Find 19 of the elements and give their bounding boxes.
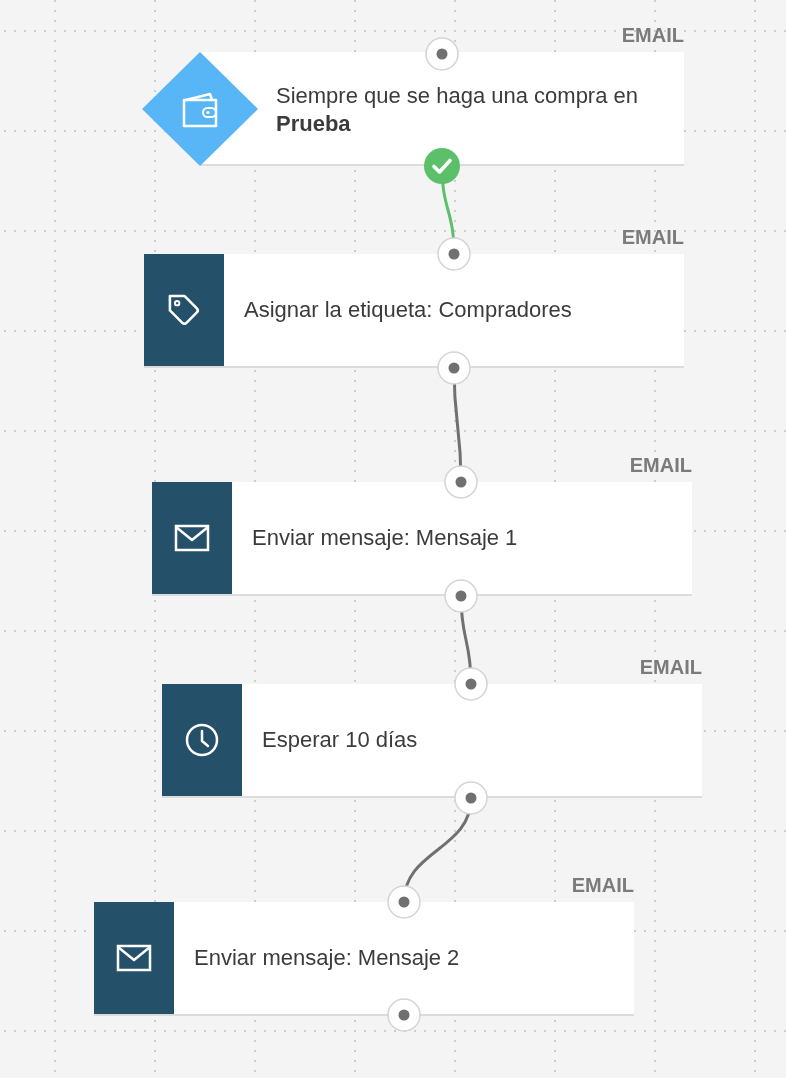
channel-label: EMAIL	[639, 657, 702, 677]
action-card	[94, 902, 634, 1016]
step-text: Esperar 10 días	[262, 726, 419, 754]
step-text: Siempre que se haga una compra en Prueba	[276, 81, 639, 137]
connector-line	[422, 146, 471, 271]
action-card	[162, 684, 702, 798]
channel-label: EMAIL	[571, 875, 634, 895]
connector-line	[444, 579, 488, 701]
step-text: Enviar mensaje: Mensaje 1	[252, 524, 519, 552]
channel-label: EMAIL	[621, 25, 684, 45]
action-card	[144, 254, 684, 368]
step-text: Enviar mensaje: Mensaje 2	[194, 944, 461, 972]
channel-label: EMAIL	[629, 455, 692, 475]
trigger-card	[142, 52, 684, 166]
action-card	[152, 482, 692, 596]
step-text: Asignar la etiqueta: Compradores	[244, 296, 573, 324]
channel-label: EMAIL	[621, 227, 684, 247]
connector-line	[387, 781, 488, 919]
connector-line	[437, 351, 478, 499]
